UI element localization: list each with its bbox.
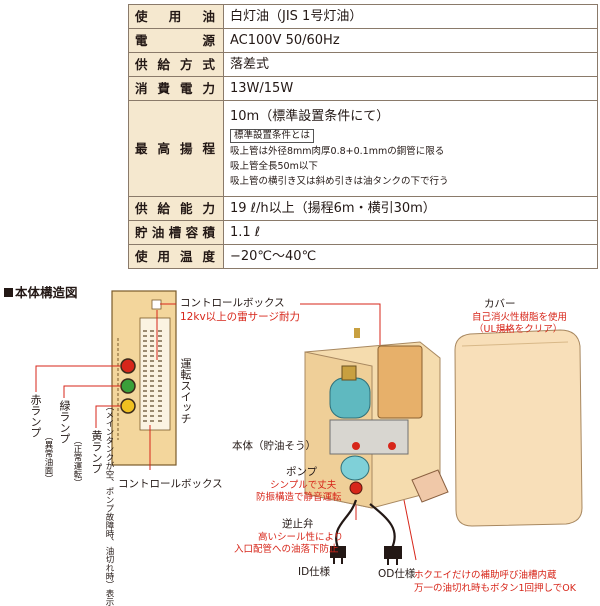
leader-lines	[35, 303, 417, 561]
run-switch-button	[151, 299, 162, 310]
spec-label: 供給方式	[128, 52, 224, 77]
spec-label: 供給能力	[128, 196, 224, 221]
oil-tank	[329, 419, 409, 455]
condition-line: 吸上管全長50m以下	[230, 161, 318, 172]
green-lamp-label: 緑ランプ	[58, 400, 71, 444]
spec-label: 使用温度	[128, 244, 224, 269]
spec-row: 消費電力 13W/15W	[128, 76, 598, 101]
cover	[454, 329, 583, 527]
spec-value: 落差式	[223, 52, 598, 77]
spec-label: 電 源	[128, 28, 224, 53]
spec-table: 使用油 白灯油（JIS 1号灯油） 電 源 AC100V 50/60Hz 供給方…	[128, 4, 598, 269]
condition-line: 吸上管は外径8mm肉厚0.8+0.1mmの銅管に限る	[230, 146, 445, 157]
spec-row: 最高揚程 10m（標準設置条件にて） 標準設置条件とは 吸上管は外径8mm肉厚0…	[128, 100, 598, 197]
yellow-lamp-icon	[120, 398, 136, 414]
priming-button	[411, 469, 449, 503]
spec-row: 貯油槽容積 1.1 ℓ	[128, 220, 598, 245]
section-title-text: 本体構造図	[15, 285, 78, 300]
bottom-note-2: 万一の油切れ時もボタン1回押しでOK	[414, 583, 576, 594]
red-lamp-label: 赤ランプ	[29, 394, 42, 438]
yellow-lamp-note: （メインタンクが空、ポンプ故障時、油切れ時）表示	[104, 402, 114, 606]
spec-value: −20℃〜40℃	[223, 244, 598, 269]
cover-note-2: （UL規格をクリア）	[474, 324, 563, 335]
spec-value: 10m（標準設置条件にて） 標準設置条件とは 吸上管は外径8mm肉厚0.8+0.…	[223, 100, 598, 197]
control-box-bottom-label: コントロールボックス	[118, 478, 223, 490]
id-plug-icon	[330, 546, 346, 558]
pump-note-2: 防振構造で静音運転	[256, 492, 342, 503]
control-box-internal	[377, 345, 423, 419]
check-valve-note-2: 入口配管への油落下防止	[234, 544, 339, 555]
cover-label: カバー	[484, 298, 516, 310]
od-plug-icon	[384, 546, 402, 559]
green-lamp-note: （正常運転）	[72, 436, 82, 487]
pump	[340, 455, 370, 481]
check-valve-note-1: 高いシール性により	[258, 532, 344, 543]
yellow-lamp-label: 黄ランプ	[90, 430, 103, 474]
control-box-front	[111, 290, 177, 466]
spec-label: 使用油	[128, 4, 224, 29]
pump-note-1: シンプルで丈夫	[270, 480, 337, 491]
pump-label: ポンプ	[286, 466, 318, 478]
spec-value: 13W/15W	[223, 76, 598, 101]
condition-box-title: 標準設置条件とは	[230, 129, 315, 143]
od-spec-label: OD仕様	[378, 568, 416, 580]
power-cables	[335, 499, 396, 549]
red-lamp-note: （異常油面）	[43, 432, 53, 483]
motor	[329, 377, 371, 419]
control-box-note: 12kv以上の雷サージ耐力	[180, 311, 300, 323]
id-spec-label: ID仕様	[298, 566, 331, 578]
spec-value: 1.1 ℓ	[223, 220, 598, 245]
main-unit	[304, 328, 441, 509]
cover-note-1: 自己消火性樹脂を使用	[472, 312, 568, 323]
condition-line: 吸上管の横引き又は斜め引きは油タンクの下で行う	[230, 176, 449, 187]
run-switch-label: 運転スイッチ	[179, 358, 192, 424]
check-valve	[349, 481, 363, 495]
control-box-label: コントロールボックス	[180, 297, 285, 309]
square-bullet-icon	[4, 288, 13, 297]
spec-row: 電 源 AC100V 50/60Hz	[128, 28, 598, 53]
label-plate	[139, 317, 171, 431]
plugs	[330, 546, 402, 565]
spec-label: 貯油槽容積	[128, 220, 224, 245]
spec-label: 最高揚程	[128, 100, 224, 197]
spec-label: 消費電力	[128, 76, 224, 101]
red-lamp-icon	[120, 358, 136, 374]
section-title: 本体構造図	[4, 282, 78, 301]
spec-row: 供給方式 落差式	[128, 52, 598, 77]
body-label: 本体（貯油そう）	[232, 440, 316, 452]
green-lamp-icon	[120, 378, 136, 394]
check-valve-label: 逆止弁	[282, 518, 314, 530]
spec-row: 使用油 白灯油（JIS 1号灯油）	[128, 4, 598, 29]
spec-row: 使用温度 −20℃〜40℃	[128, 244, 598, 269]
spec-value-text: 10m（標準設置条件にて）	[230, 109, 390, 124]
bottom-note-1: ホクエイだけの補助呼び油槽内蔵	[414, 570, 557, 581]
